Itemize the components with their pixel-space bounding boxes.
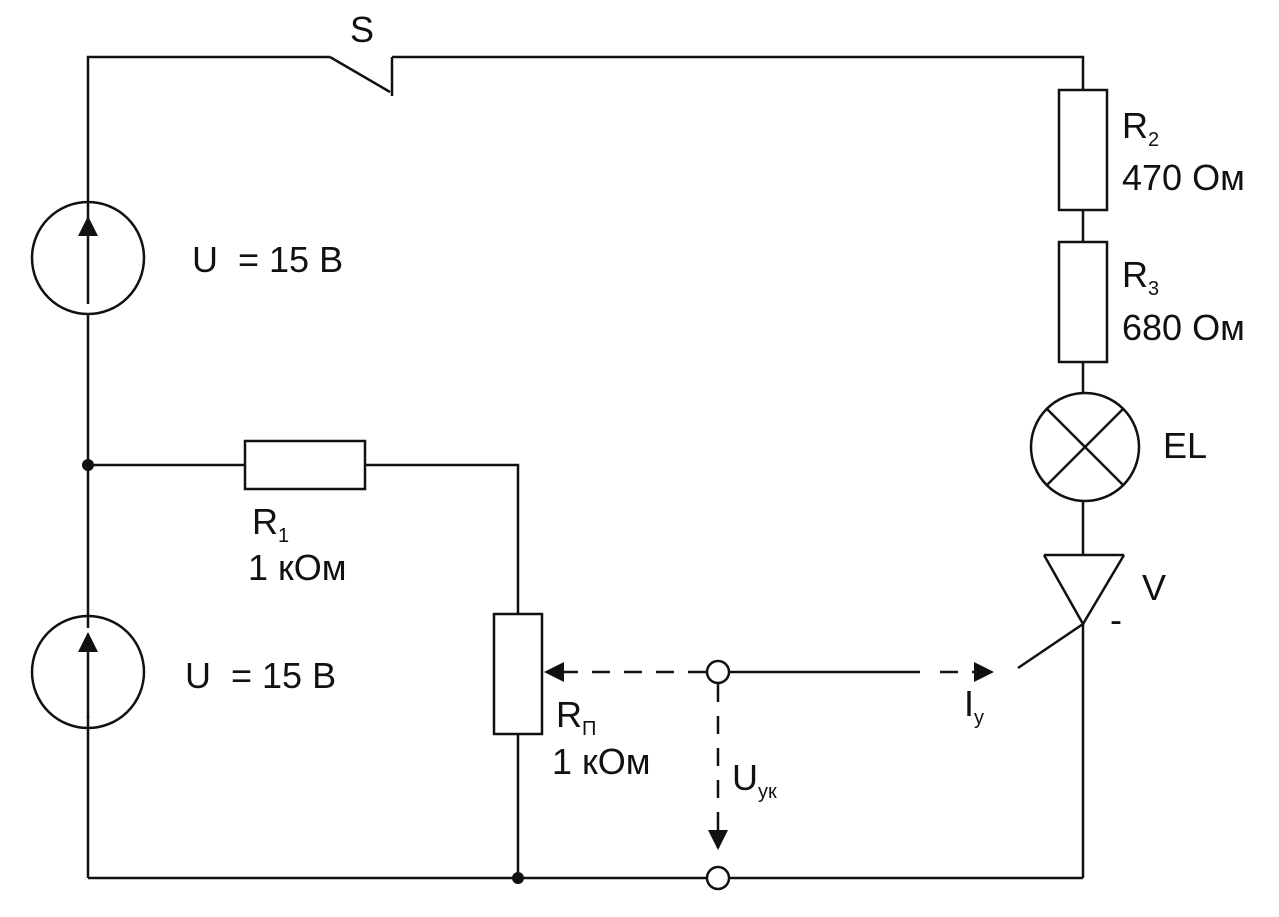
- r1-value: 1 кОм: [248, 547, 347, 588]
- terminal-bottom: [705, 865, 731, 891]
- r2-label: R2: [1122, 105, 1159, 151]
- rp-label: RП: [556, 694, 596, 740]
- rp-value: 1 кОм: [552, 741, 651, 782]
- lamp-label: EL: [1163, 425, 1207, 466]
- r3-value: 680 Ом: [1122, 307, 1245, 348]
- terminal-control: [705, 659, 731, 685]
- voltage-source-top: U = 15 В: [30, 200, 343, 316]
- control-lines: [544, 662, 994, 850]
- switch-label: S: [350, 9, 374, 50]
- r1-wire: [88, 463, 520, 614]
- thyristor-minus: -: [1110, 599, 1122, 640]
- thyristor-label: V: [1142, 567, 1166, 608]
- lamp-el: EL: [1029, 391, 1207, 555]
- top-wire: [86, 55, 1085, 230]
- source-bottom-label: U = 15 В: [185, 655, 336, 696]
- control-current-label: Iу: [964, 683, 984, 729]
- resistor-r1: R1 1 кОм: [243, 439, 367, 588]
- r3-label: R3: [1122, 254, 1159, 300]
- control-voltage-label: Uук: [732, 757, 777, 803]
- resistor-r3: R3 680 Ом: [1057, 240, 1245, 393]
- potentiometer-rp: RП 1 кОм: [492, 612, 651, 878]
- r2-value: 470 Ом: [1122, 157, 1245, 198]
- resistor-r2: R2 470 Ом: [1057, 88, 1245, 242]
- switch-s: S: [329, 9, 394, 96]
- source-top-label: U = 15 В: [192, 239, 343, 280]
- thyristor-v: V -: [1017, 553, 1166, 878]
- r1-label: R1: [252, 501, 289, 547]
- voltage-source-bottom: U = 15 В: [30, 614, 336, 730]
